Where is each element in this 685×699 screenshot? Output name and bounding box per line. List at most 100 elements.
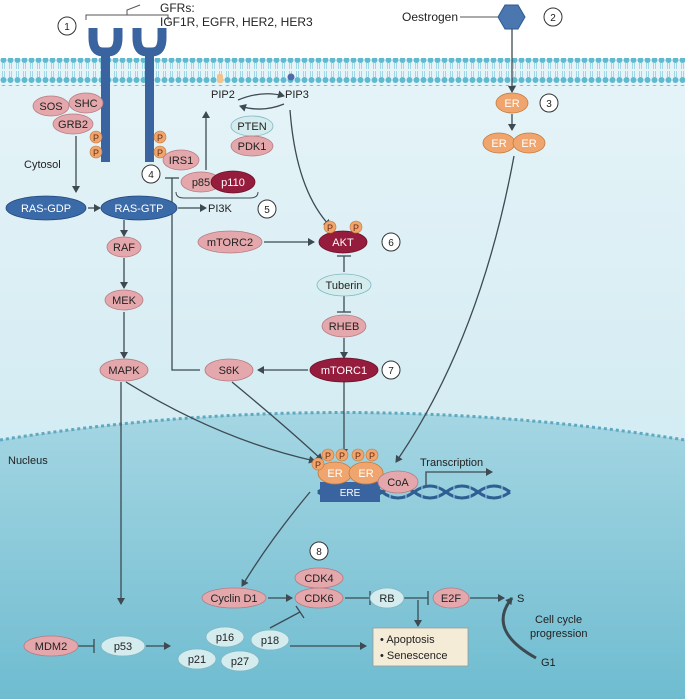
svg-text:mTORC1: mTORC1 xyxy=(321,365,367,377)
node-mapk: MAPK xyxy=(99,358,149,382)
node-p21: p21 xyxy=(177,648,217,670)
svg-text:SHC: SHC xyxy=(74,98,97,110)
svg-text:CDK4: CDK4 xyxy=(304,573,333,585)
svg-text:ER: ER xyxy=(491,138,506,150)
svg-text:PTEN: PTEN xyxy=(237,121,266,133)
cell-cycle-label-2: progression xyxy=(530,628,587,640)
node-sos: SOS xyxy=(32,95,70,117)
ere-label: ERE xyxy=(340,488,361,499)
svg-text:6: 6 xyxy=(388,238,394,249)
pip3-head xyxy=(287,73,295,81)
svg-text:P: P xyxy=(353,223,359,233)
svg-text:E2F: E2F xyxy=(441,593,461,605)
outcome-box: • Apoptosis • Senescence xyxy=(372,627,469,667)
svg-text:MDM2: MDM2 xyxy=(35,641,67,653)
node-ras-gdp: RAS-GDP xyxy=(5,195,87,221)
node-p16: p16 xyxy=(205,626,245,648)
gfr-receptors xyxy=(88,28,167,162)
node-cdk4: CDK4 xyxy=(294,567,344,589)
svg-text:3: 3 xyxy=(546,99,552,110)
cytosol-label: Cytosol xyxy=(24,159,61,171)
svg-text:P: P xyxy=(339,451,345,461)
svg-text:PDK1: PDK1 xyxy=(238,141,267,153)
node-s6k: S6K xyxy=(204,358,254,382)
svg-text:p53: p53 xyxy=(114,641,132,653)
phospho-akt: P P xyxy=(323,220,363,234)
marker-7: 7 xyxy=(381,360,401,380)
marker-1: 1 xyxy=(57,16,77,36)
svg-text:RAF: RAF xyxy=(113,242,135,254)
phospho-receptor-left: P P xyxy=(89,130,103,159)
svg-text:5: 5 xyxy=(264,205,270,216)
svg-text:CoA: CoA xyxy=(387,477,409,489)
node-shc: SHC xyxy=(68,92,104,114)
nuclear-envelope xyxy=(0,411,685,442)
node-ras-gtp: RAS-GTP xyxy=(100,195,178,221)
marker-5: 5 xyxy=(257,199,277,219)
svg-text:P: P xyxy=(315,460,321,470)
svg-text:p85: p85 xyxy=(192,177,210,189)
node-mtorc2: mTORC2 xyxy=(197,230,263,254)
svg-text:AKT: AKT xyxy=(332,237,354,249)
svg-text:• Senescence: • Senescence xyxy=(380,650,447,662)
node-p27: p27 xyxy=(220,650,260,672)
phospho-receptor-right: P P xyxy=(153,130,167,159)
svg-text:2: 2 xyxy=(550,13,556,24)
gfrs-list: IGF1R, EGFR, HER2, HER3 xyxy=(160,15,313,29)
pip3-label: PIP3 xyxy=(285,89,309,101)
marker-6: 6 xyxy=(381,232,401,252)
svg-text:MAPK: MAPK xyxy=(108,365,140,377)
node-mtorc1: mTORC1 xyxy=(309,357,379,383)
svg-text:8: 8 xyxy=(316,547,322,558)
node-er-dimer: ER ER xyxy=(482,132,546,154)
svg-text:IRS1: IRS1 xyxy=(169,155,193,167)
node-pdk1: PDK1 xyxy=(230,135,274,157)
pi3k-label: PI3K xyxy=(208,203,233,215)
gfr-bracket xyxy=(85,4,169,20)
node-grb2: GRB2 xyxy=(52,113,94,135)
svg-text:P: P xyxy=(157,133,163,143)
node-coa: CoA xyxy=(377,470,419,494)
svg-text:ER: ER xyxy=(521,138,536,150)
node-cdk6: CDK6 xyxy=(294,587,344,609)
svg-text:P: P xyxy=(157,148,163,158)
node-cyclin-d1: Cyclin D1 xyxy=(201,587,267,609)
cell-cycle-label-1: Cell cycle xyxy=(535,614,582,626)
svg-text:mTORC2: mTORC2 xyxy=(207,237,253,249)
node-p53: p53 xyxy=(100,635,146,657)
node-irs1: IRS1 xyxy=(162,149,200,171)
svg-text:Cyclin D1: Cyclin D1 xyxy=(210,593,257,605)
node-akt: AKT xyxy=(318,230,368,254)
svg-text:Tuberin: Tuberin xyxy=(326,280,363,292)
node-er-single: ER xyxy=(495,92,529,114)
node-p85: p85 xyxy=(180,171,222,193)
marker-2: 2 xyxy=(543,7,563,27)
transcription-label: Transcription xyxy=(420,457,483,469)
oestrogen-label: Oestrogen xyxy=(402,10,458,24)
svg-text:RHEB: RHEB xyxy=(329,321,360,333)
svg-text:p110: p110 xyxy=(221,177,245,189)
oestrogen-hexagon xyxy=(497,4,526,30)
svg-text:1: 1 xyxy=(64,22,70,33)
nucleus-area xyxy=(0,412,685,699)
svg-text:4: 4 xyxy=(148,170,154,181)
svg-text:P: P xyxy=(369,451,375,461)
svg-text:RAS-GDP: RAS-GDP xyxy=(21,203,71,215)
phospho-er-nuclear: P P P P P xyxy=(311,448,379,471)
svg-text:S6K: S6K xyxy=(219,365,240,377)
svg-text:RAS-GTP: RAS-GTP xyxy=(115,203,164,215)
svg-text:P: P xyxy=(327,223,333,233)
node-p110: p110 xyxy=(210,170,256,194)
pi3k-bracket xyxy=(175,191,259,199)
svg-text:ER: ER xyxy=(358,468,373,480)
node-rheb: RHEB xyxy=(321,314,367,338)
s-phase-label: S xyxy=(517,593,524,605)
svg-text:SOS: SOS xyxy=(39,101,62,113)
gfrs-title: GFRs: xyxy=(160,1,195,15)
node-mek: MEK xyxy=(104,289,144,311)
node-tuberin: Tuberin xyxy=(316,273,372,297)
svg-text:P: P xyxy=(325,451,331,461)
svg-text:p21: p21 xyxy=(188,654,206,666)
svg-text:MEK: MEK xyxy=(112,295,137,307)
node-er-nuclear: ER ER xyxy=(317,461,384,485)
